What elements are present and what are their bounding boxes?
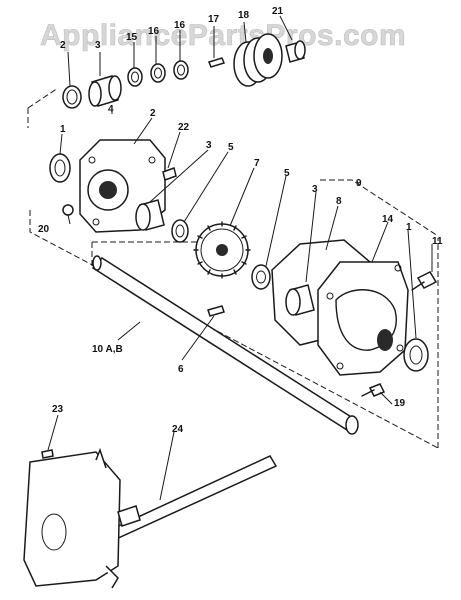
watermark: AppliancePartsPros.com — [40, 19, 406, 52]
part-15-washer — [127, 67, 143, 87]
callout-5-mid: 5 — [228, 142, 234, 153]
callout-18: 18 — [238, 10, 250, 21]
callout-4: 4 — [108, 104, 114, 115]
callout-14: 14 — [382, 214, 394, 225]
callout-23: 23 — [52, 404, 64, 415]
callout-20: 20 — [38, 224, 50, 235]
callout-7: 7 — [254, 158, 260, 169]
part-7-gear — [193, 221, 251, 279]
callout-19: 19 — [394, 398, 406, 409]
callout-1-right: 1 — [406, 222, 412, 233]
part-14-housing-right — [317, 261, 409, 376]
part-17-key — [208, 57, 225, 68]
callout-11: 11 — [432, 236, 443, 247]
part-5-washer-right — [251, 264, 271, 290]
callouts: 2 3 4 15 16 16 17 18 21 1 2 22 3 5 7 20 … — [38, 6, 443, 435]
part-22-fitting — [162, 167, 177, 181]
part-21-hub — [285, 40, 306, 63]
callout-8: 8 — [336, 196, 342, 207]
part-16b-washer — [173, 60, 189, 80]
part-3-bushing-top — [88, 75, 122, 107]
part-20-plug — [62, 204, 74, 216]
part-5-washer — [171, 219, 189, 243]
callout-2-top: 2 — [60, 40, 66, 51]
part-6-key — [207, 305, 225, 317]
part-10-shaft — [91, 255, 359, 435]
part-11-bolt — [411, 271, 438, 291]
part-18-pulley — [233, 33, 283, 87]
callout-3-mid: 3 — [206, 140, 212, 151]
part-23-pin — [41, 449, 54, 459]
callout-16: 16 — [148, 26, 160, 37]
part-24-auger-assembly — [23, 447, 278, 589]
assembly-outline — [27, 87, 439, 449]
part-16-washer — [150, 63, 166, 83]
callout-15: 15 — [126, 32, 138, 43]
part-3-bushing-right — [285, 284, 315, 316]
callout-10: 10 A,B — [92, 344, 123, 355]
part-1-seal-left — [49, 153, 71, 183]
callout-17: 17 — [208, 14, 220, 25]
callout-9: 9 — [356, 178, 362, 189]
callout-2-left: 2 — [150, 108, 156, 119]
part-19-bolt — [361, 383, 386, 397]
part-1-seal-right — [403, 338, 429, 372]
callout-21: 21 — [272, 6, 284, 17]
callout-5-right: 5 — [284, 168, 290, 179]
callout-3-top: 3 — [95, 40, 101, 51]
leader-lines — [47, 15, 433, 501]
callout-24: 24 — [172, 424, 184, 435]
callout-16b: 16 — [174, 20, 186, 31]
callout-22: 22 — [178, 122, 190, 133]
part-3-bushing — [135, 199, 165, 231]
callout-6: 6 — [178, 364, 184, 375]
callout-3-right: 3 — [312, 184, 318, 195]
callout-1-left: 1 — [60, 124, 66, 135]
part-2-top-ring — [62, 85, 82, 109]
